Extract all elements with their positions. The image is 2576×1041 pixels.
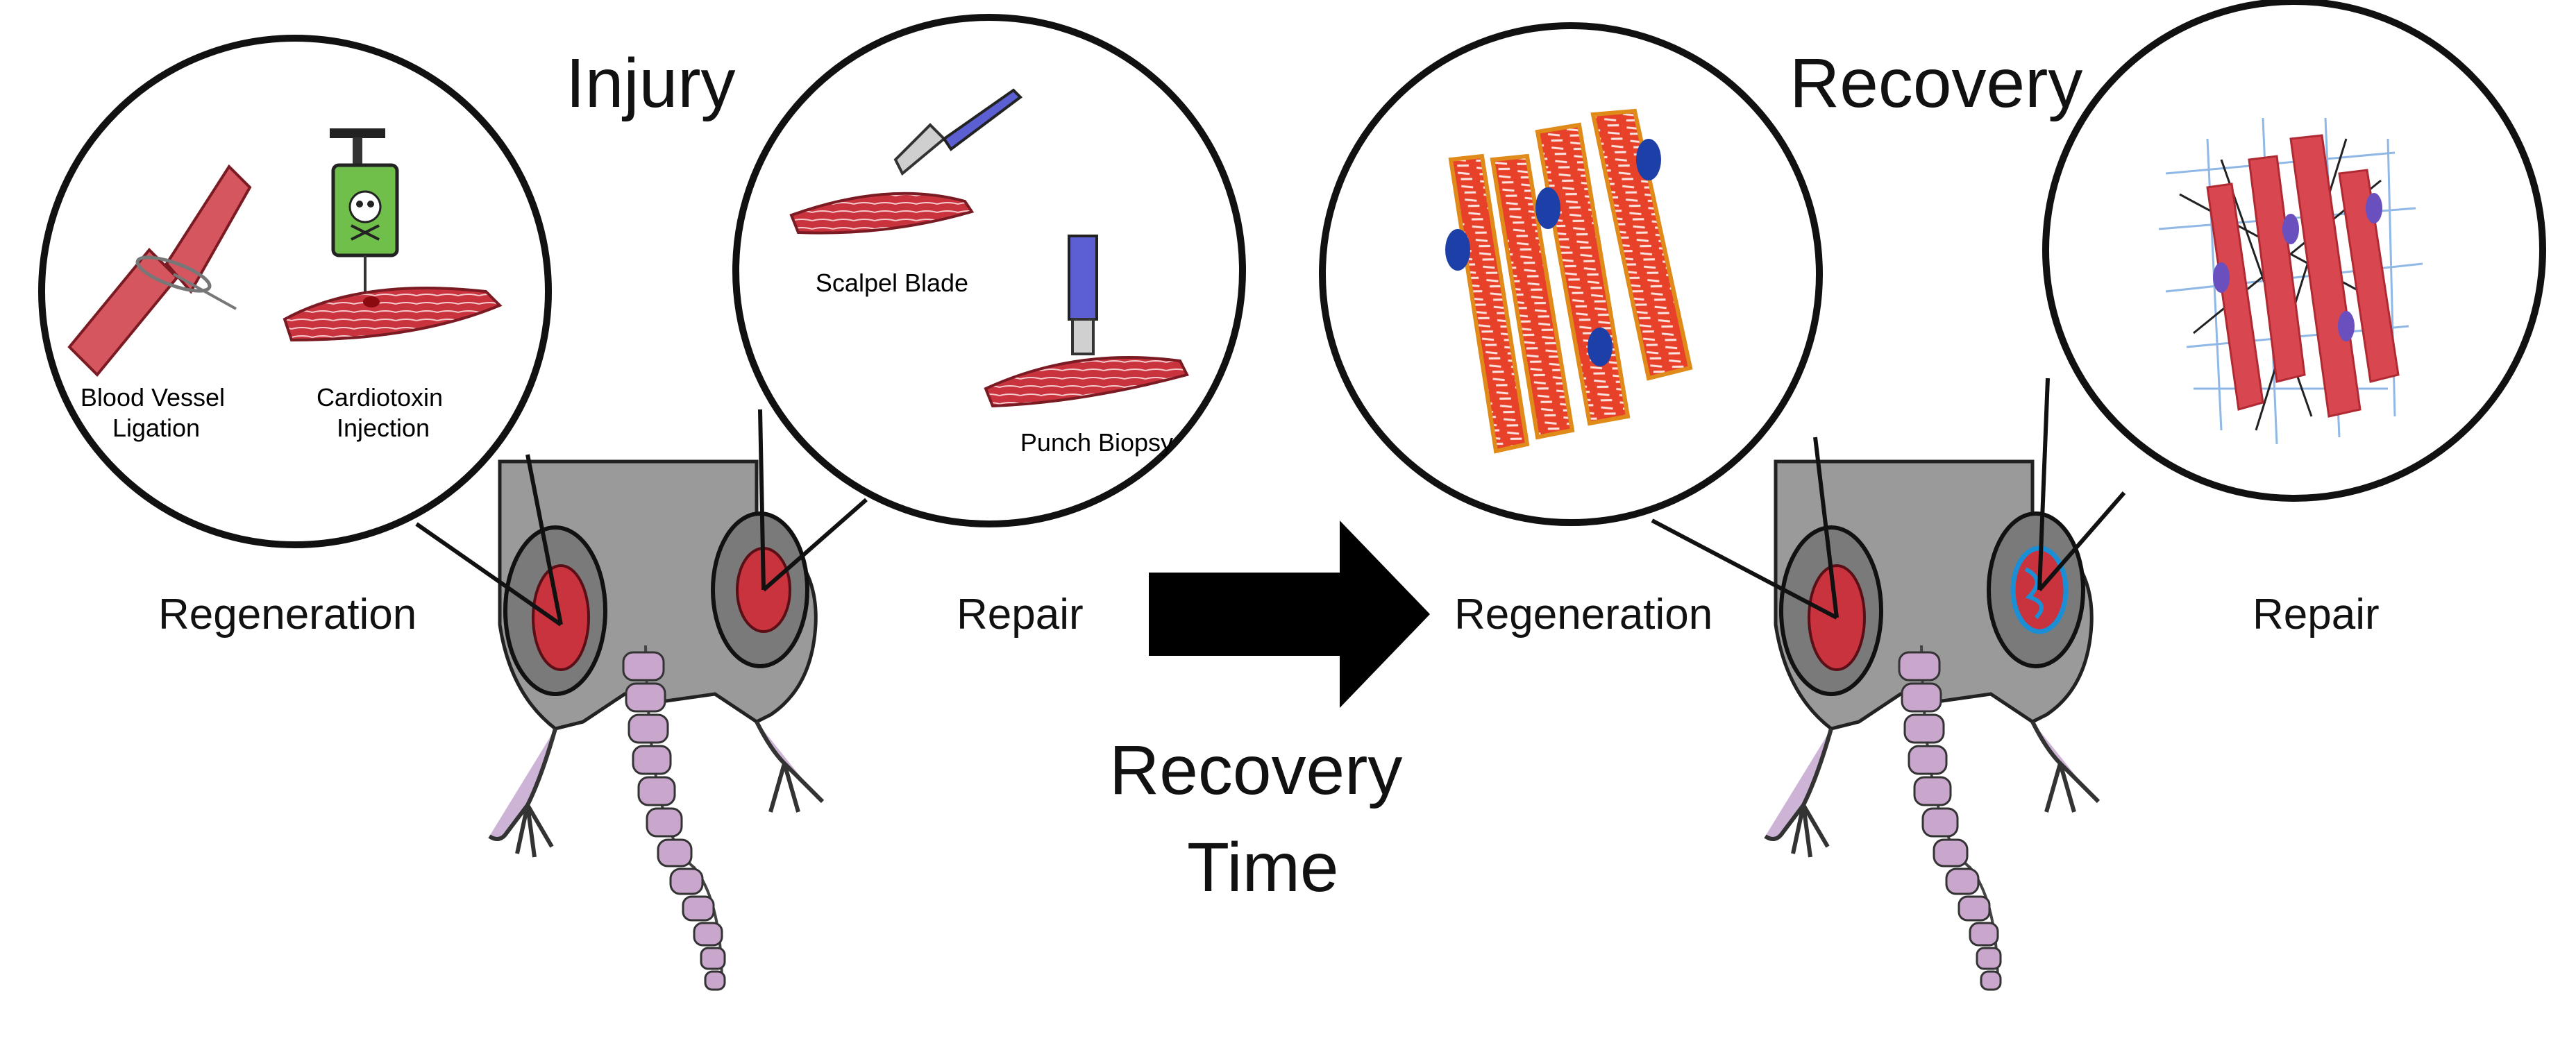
recovery-arrow xyxy=(1149,520,1430,708)
left-hind-paw xyxy=(488,728,557,858)
cardiotoxin-label: Cardiotoxin Injection xyxy=(317,383,450,442)
injury-circle-repair: Scalpel Blade Punch Biopsy xyxy=(732,14,1246,527)
pointer-line xyxy=(525,454,563,625)
right-hind-paw xyxy=(755,720,825,813)
scar-tissue-icon xyxy=(2158,117,2423,445)
pointer-line xyxy=(1651,518,1838,620)
pointer-line xyxy=(758,409,766,591)
scalpel-icon xyxy=(893,88,1023,176)
mouse-hindquarters-recovery xyxy=(1764,459,2101,991)
injury-repair-label: Repair xyxy=(957,591,1084,638)
ligation-label: Blood Vessel Ligation xyxy=(81,383,232,442)
mouse-hindquarters-injury xyxy=(488,459,825,991)
recovery-repair-label: Repair xyxy=(2253,591,2380,638)
recovery-circle-repair xyxy=(2042,0,2546,502)
muscle-tissue-icon xyxy=(789,192,975,235)
recovery-time-line1: Recovery xyxy=(1109,731,1403,809)
punch-biopsy-label: Punch Biopsy xyxy=(1020,428,1173,457)
ligated-vessel-icon xyxy=(67,164,252,377)
skull-syringe-icon xyxy=(330,128,399,298)
pointer-line xyxy=(2037,378,2050,591)
injury-circle-regeneration: Blood Vessel Ligation Cardiotoxin Inject… xyxy=(38,35,552,548)
recovery-time-line2: Time xyxy=(1187,829,1339,906)
muscle-tissue-icon xyxy=(283,287,503,342)
injury-title: Injury xyxy=(566,44,736,122)
punch-biopsy-icon xyxy=(1068,235,1098,355)
tail-injury xyxy=(622,645,726,991)
recovery-circle-regeneration xyxy=(1319,22,1823,526)
regenerated-fibers-icon xyxy=(1445,108,1693,454)
pointer-line xyxy=(762,498,868,592)
recovery-title: Recovery xyxy=(1790,44,2083,122)
injury-regeneration-label: Regeneration xyxy=(158,591,417,638)
muscle-tissue-icon xyxy=(984,356,1189,408)
pointer-line xyxy=(2037,491,2126,591)
recovery-regeneration-label: Regeneration xyxy=(1454,591,1713,638)
pointer-line xyxy=(415,522,562,627)
scalpel-label: Scalpel Blade xyxy=(816,269,968,297)
pointer-line xyxy=(1813,437,1839,618)
